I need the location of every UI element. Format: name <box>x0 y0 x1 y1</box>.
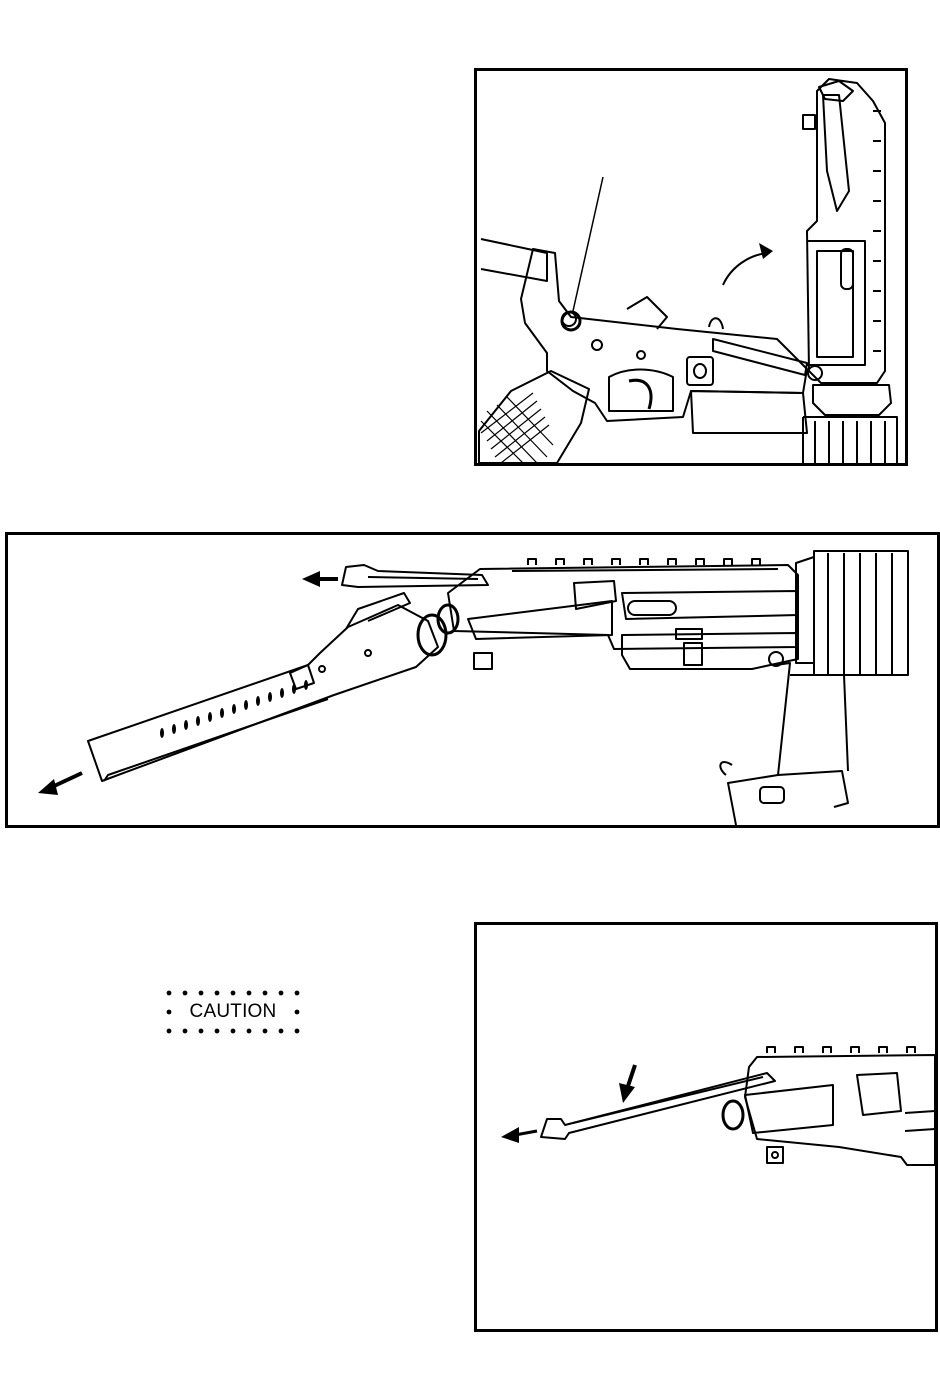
figure-remove-bolt-carrier <box>5 532 940 828</box>
figure-remove-charging-handle <box>474 922 938 1332</box>
caution-label: CAUTION <box>184 1001 282 1023</box>
bolt-carrier-removal-illustration <box>8 535 937 825</box>
rifle-takedown-illustration <box>477 71 905 463</box>
charging-handle-removal-illustration <box>477 925 935 1329</box>
caution-notice: CAUTION <box>162 988 304 1036</box>
figure-separate-receivers <box>474 68 908 466</box>
